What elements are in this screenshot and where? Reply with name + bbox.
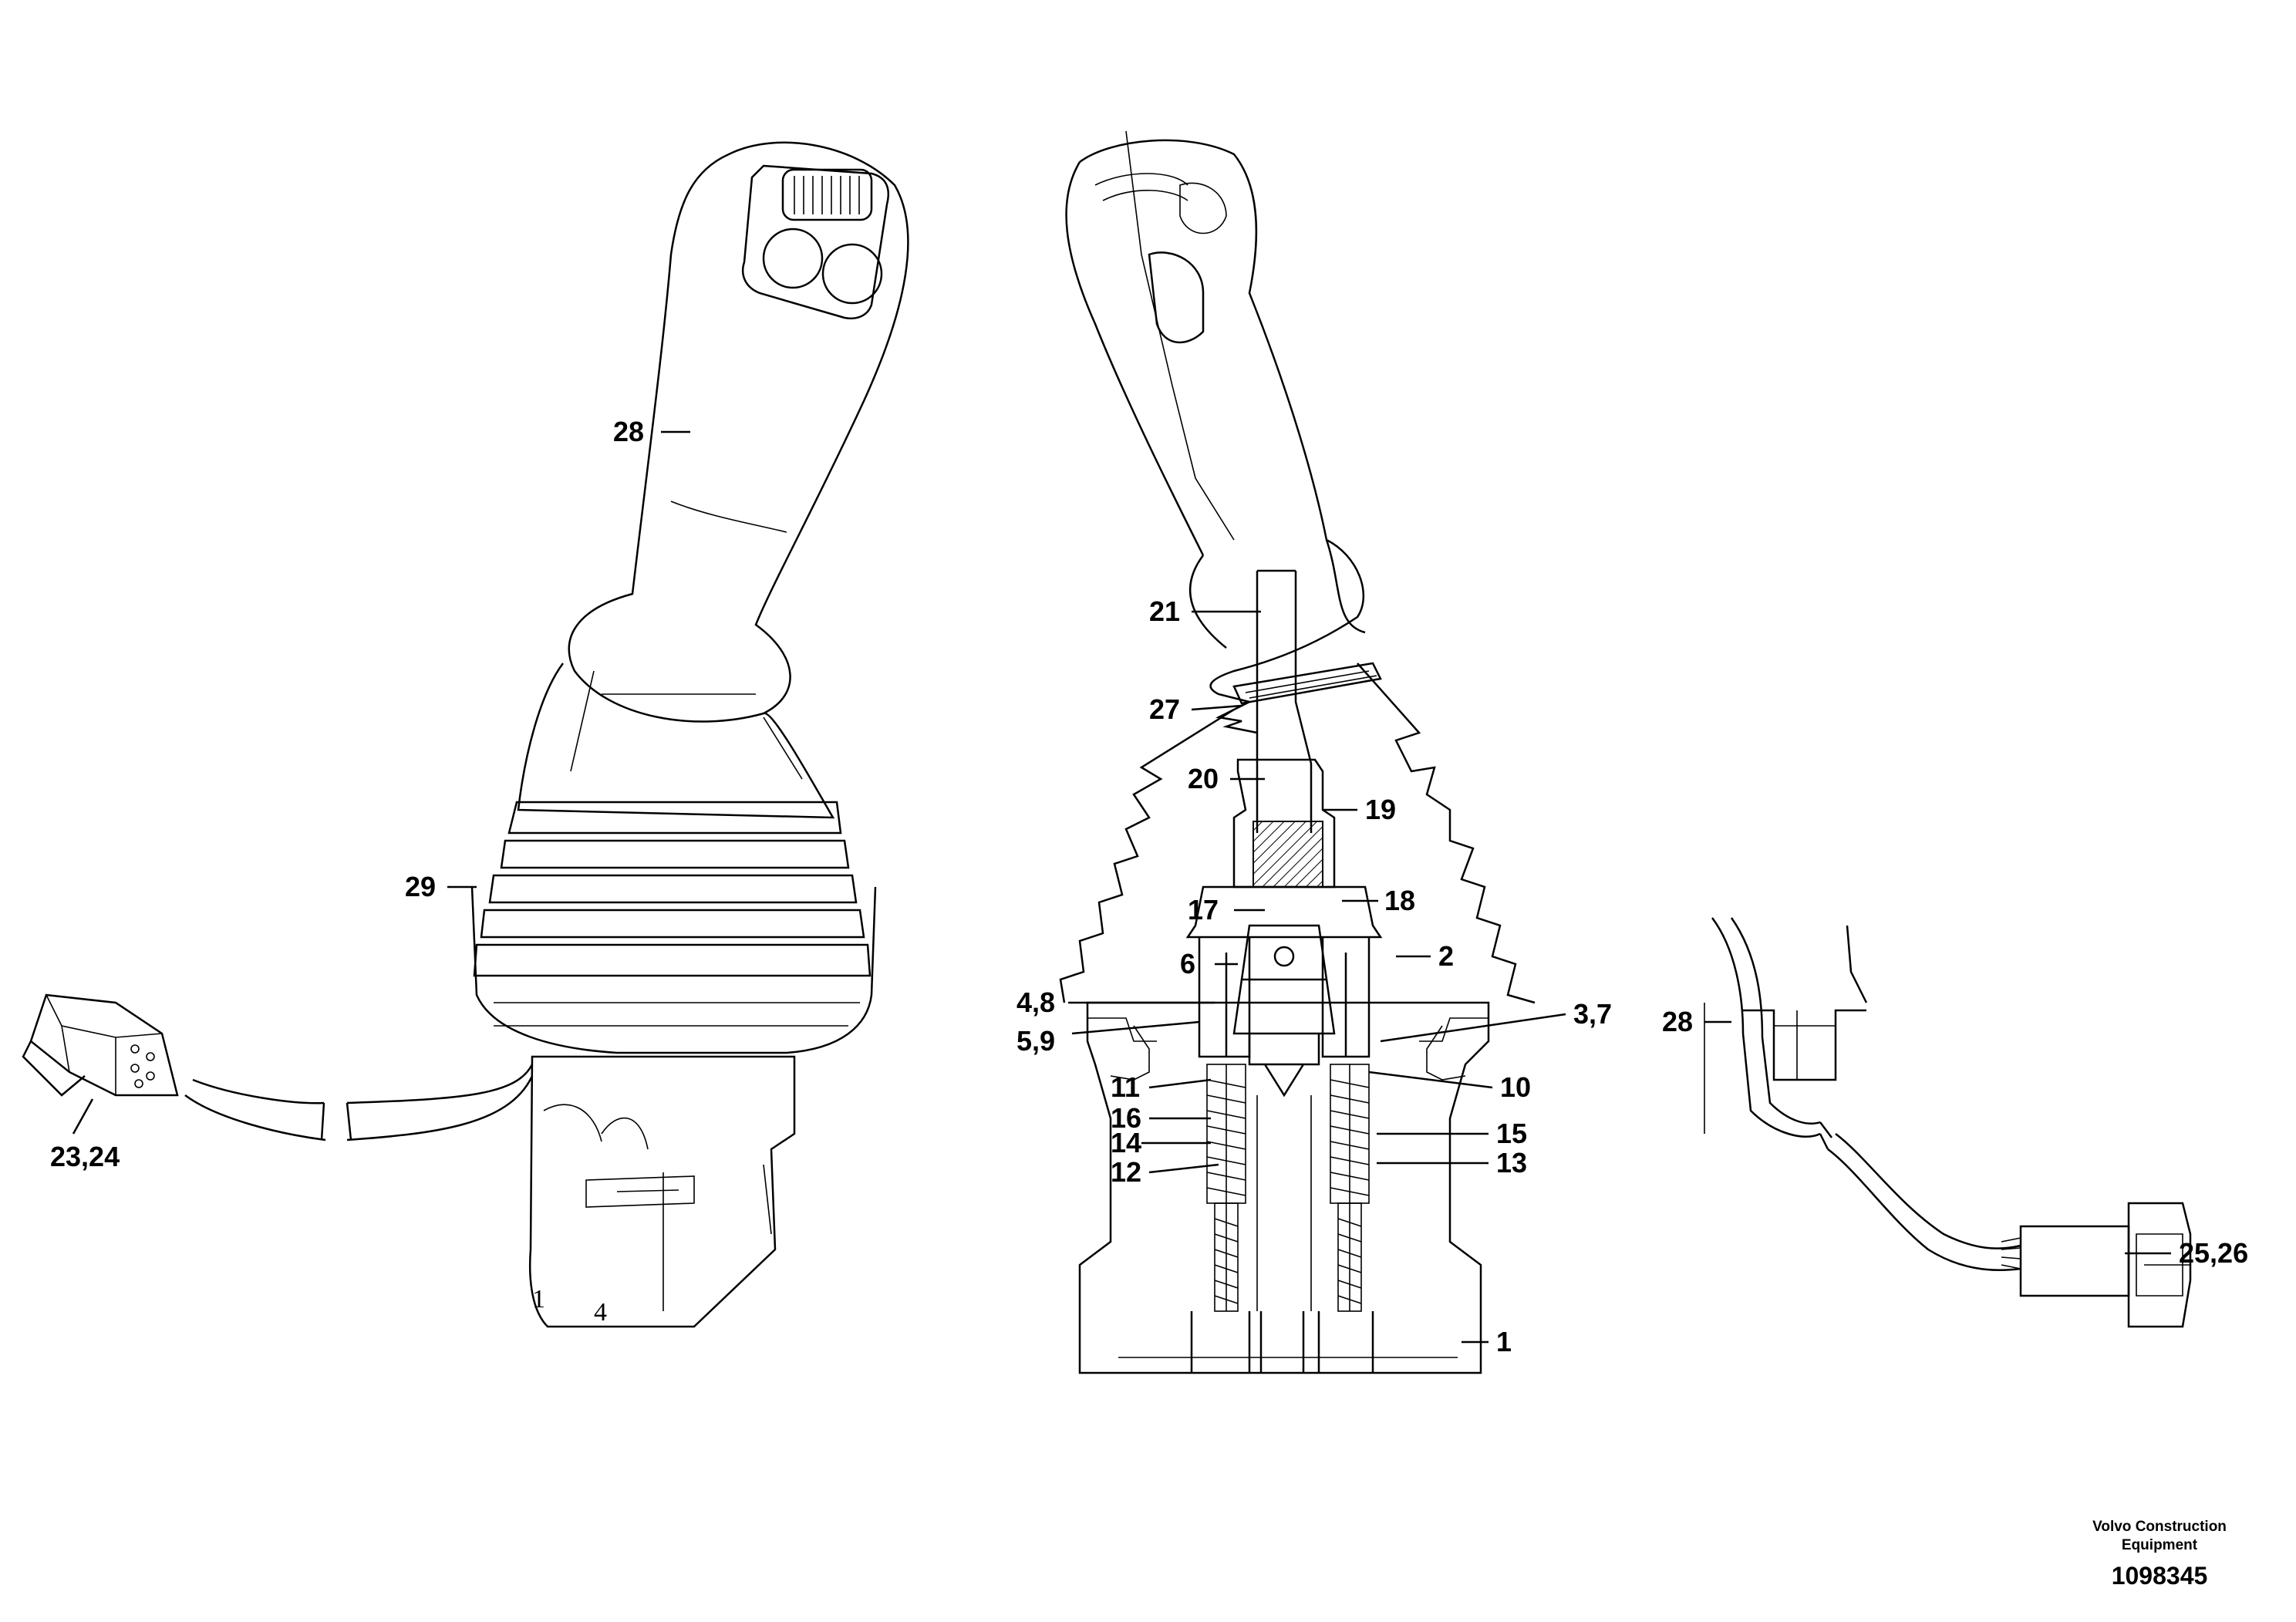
callout-21: 21 (1149, 595, 1180, 627)
housing-mark-1: 1 (532, 1285, 545, 1313)
callout-13: 13 (1496, 1147, 1527, 1179)
cross-joint (1185, 885, 1383, 939)
rubber-boot-29 (517, 663, 835, 819)
company-name: Volvo Construction Equipment (2028, 1518, 2291, 1555)
housing (528, 1055, 796, 1328)
section-grip (1065, 139, 1365, 734)
cable (346, 1064, 534, 1141)
leader-lines (72, 430, 2171, 1344)
callout-18: 18 (1384, 885, 1415, 916)
callout-14: 14 (1111, 1127, 1141, 1158)
callout-labels: 28 29 23,24 21 27 20 19 17 18 6 2 4,8 5,… (50, 416, 2248, 1357)
callout-6: 6 (1180, 948, 1195, 980)
roller-switch (781, 168, 873, 221)
housing-mark-4: 4 (594, 1298, 607, 1327)
drawing-number: 1098345 (2111, 1562, 2208, 1590)
connector-23-24 (29, 993, 179, 1097)
connector-detail (1704, 917, 2192, 1328)
callout-4-8: 4,8 (1017, 986, 1055, 1018)
joystick-cross-section (1059, 130, 1536, 1374)
callout-10: 10 (1500, 1071, 1531, 1103)
callout-1: 1 (1496, 1326, 1512, 1357)
button-plate (741, 164, 890, 319)
callout-29: 29 (405, 871, 436, 902)
callout-27: 27 (1149, 693, 1180, 725)
callout-15: 15 (1496, 1118, 1527, 1149)
callout-23-24: 23,24 (50, 1141, 120, 1172)
shaft-21 (1256, 569, 1297, 702)
callout-16: 16 (1111, 1102, 1141, 1134)
right-button (821, 243, 883, 305)
assembled-joystick: 1 4 (22, 141, 909, 1328)
callout-25-26: 25,26 (2179, 1237, 2248, 1269)
company-name-line-2: Equipment (2121, 1537, 2198, 1553)
callout-5-9: 5,9 (1017, 1025, 1055, 1057)
callout-2: 2 (1438, 940, 1454, 972)
main-body-1 (1078, 1001, 1490, 1374)
callout-19: 19 (1365, 794, 1396, 825)
callout-12: 12 (1111, 1156, 1141, 1188)
flange-27 (1232, 662, 1382, 705)
callout-11: 11 (1111, 1071, 1140, 1103)
callout-28: 28 (1662, 1006, 1693, 1037)
company-name-line-1: Volvo Construction (2092, 1519, 2227, 1535)
left-spring-stack (1206, 1064, 1246, 1312)
callout-22: 28 (613, 416, 644, 447)
callout-3-7: 3,7 (1573, 998, 1612, 1030)
connector-25-26 (2019, 1225, 2130, 1297)
hatched-section-19 (1253, 821, 1323, 888)
callout-20: 20 (1188, 763, 1219, 794)
bellows (1357, 663, 1536, 1004)
left-button (762, 228, 824, 289)
callout-17: 17 (1188, 894, 1219, 926)
left-plunger-housing (1198, 937, 1251, 1058)
right-spring-stack (1330, 1064, 1370, 1312)
